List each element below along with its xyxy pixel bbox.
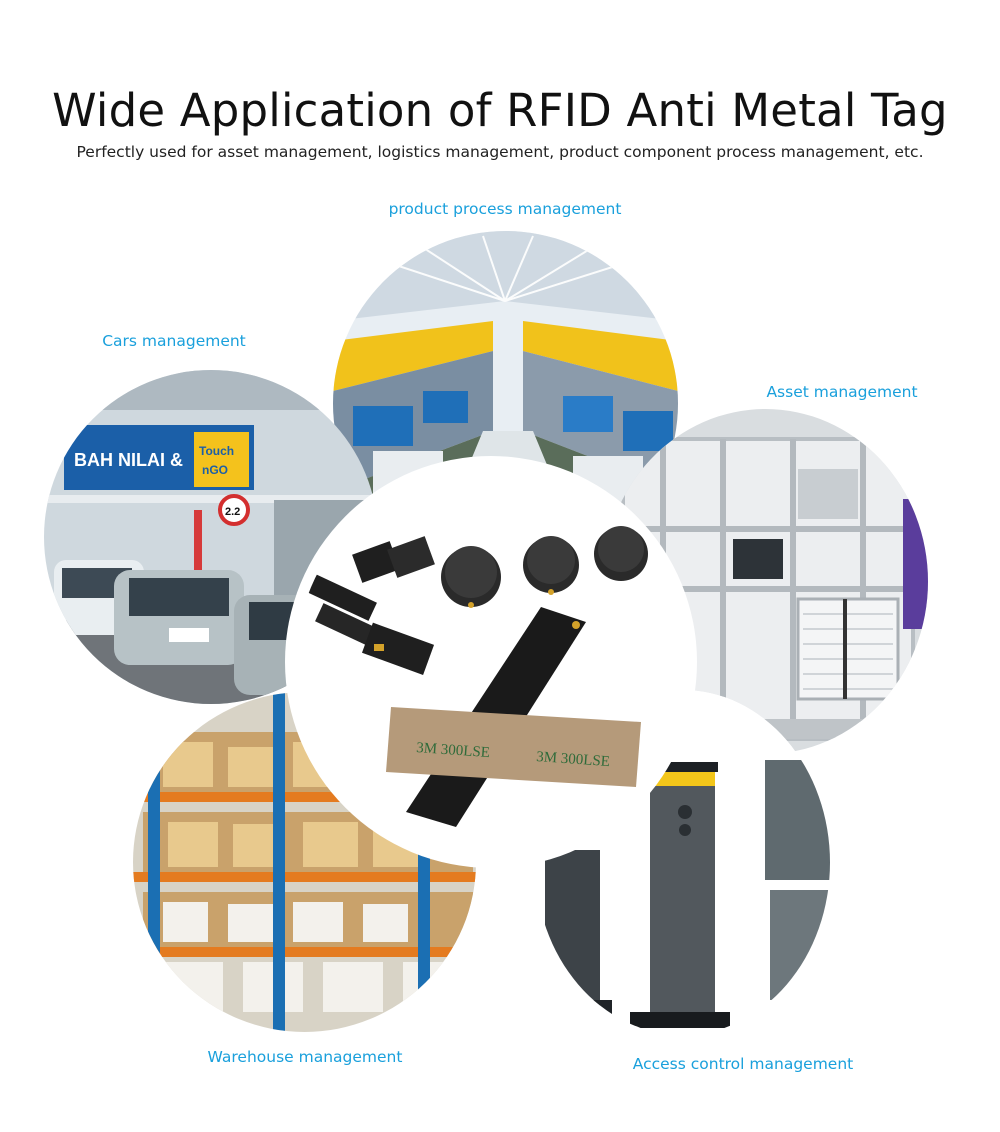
label-asset: Asset management	[766, 383, 918, 401]
page-title: Wide Application of RFID Anti Metal Tag	[52, 84, 948, 137]
label-product-process: product process management	[388, 200, 622, 218]
adhesive-label-2: 3M 300LSE	[536, 749, 611, 770]
touch-badge-top: Touch	[199, 444, 234, 458]
rfid-tags-photo-circle: 3M 300LSE 3M 300LSE	[296, 467, 688, 857]
touch-badge-bottom: nGO	[202, 463, 228, 477]
adhesive-label: 3M 300LSE	[416, 740, 491, 761]
label-cars: Cars management	[102, 332, 246, 350]
speed-sign-text: 2.2	[225, 506, 240, 518]
label-warehouse: Warehouse management	[207, 1048, 403, 1066]
label-access: Access control management	[632, 1055, 854, 1073]
toll-sign-text: BAH NILAI &	[74, 450, 183, 470]
page-subtitle: Perfectly used for asset management, log…	[76, 143, 924, 161]
